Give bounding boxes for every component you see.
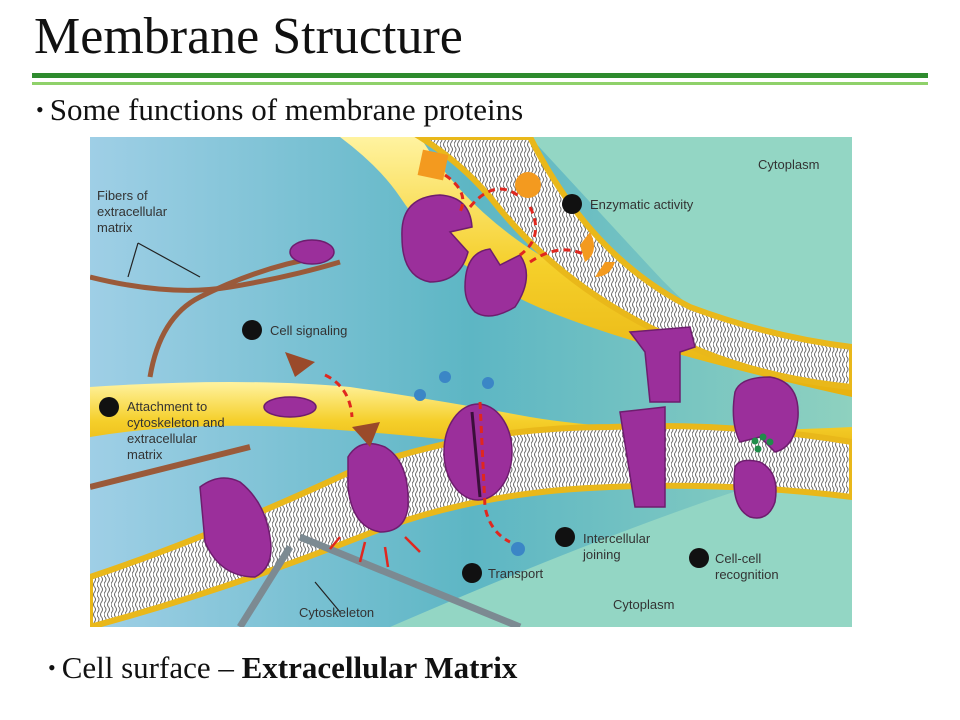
channel-pore xyxy=(470,411,482,498)
recognition-protein-upper xyxy=(732,376,799,453)
ecm-fiber xyxy=(90,444,251,490)
enzyme-protein-2 xyxy=(464,248,528,317)
junction-protein-upper xyxy=(628,326,696,403)
function-marker-dot xyxy=(562,194,582,214)
cytoskeleton-rod xyxy=(298,533,522,627)
signal-response-line xyxy=(383,546,390,568)
label-cellcell-line1: Cell-cell xyxy=(715,551,761,566)
bullet-dot: • xyxy=(36,97,44,122)
bullet-text: Some functions of membrane proteins xyxy=(49,92,524,127)
function-marker-dot xyxy=(462,563,482,583)
attachment-protein xyxy=(199,477,272,578)
label-cytoplasm-top: Cytoplasm xyxy=(758,157,819,172)
transport-channel-protein xyxy=(443,403,513,501)
title-underline-light xyxy=(32,82,928,85)
recognition-glycan xyxy=(754,445,762,453)
signaling-arrow xyxy=(324,373,354,418)
label-transport: Transport xyxy=(488,566,544,581)
ecm-fiber xyxy=(90,259,341,293)
transported-solute xyxy=(511,542,525,556)
bullet-cell-surface: •Cell surface – Extracellular Matrix xyxy=(48,650,517,686)
function-marker-dot xyxy=(99,397,119,417)
signal-response-line xyxy=(358,541,367,563)
recognition-glycan xyxy=(759,433,767,441)
page-title: Membrane Structure xyxy=(34,8,463,65)
bullet-text-normal: Cell surface – xyxy=(61,650,242,685)
enzyme-protein-1 xyxy=(401,194,473,283)
cytoskeleton-rod xyxy=(237,545,293,627)
label-fibers-line3: matrix xyxy=(97,220,133,235)
bullet-membrane-proteins: •Some functions of membrane proteins xyxy=(36,92,523,128)
product-piece xyxy=(580,232,594,262)
signal-response-line xyxy=(329,536,341,550)
membrane-protein-diagram: Cytoplasm Fibers of extracellular matrix… xyxy=(90,137,852,627)
bullet-dot: • xyxy=(48,655,56,680)
enzyme-arrow xyxy=(519,206,538,257)
label-cellcell-line2: recognition xyxy=(715,567,779,582)
small-protein xyxy=(263,396,317,418)
enzyme-arrow xyxy=(529,248,586,264)
small-protein xyxy=(289,239,335,265)
product-piece xyxy=(595,262,615,277)
cytoplasm-region-top xyxy=(530,137,852,387)
function-marker-dot xyxy=(555,527,575,547)
label-intercellular-line1: Intercellular xyxy=(583,531,651,546)
label-attach-line4: matrix xyxy=(127,447,163,462)
recognition-protein-lower xyxy=(733,459,777,519)
transported-solute xyxy=(414,389,426,401)
substrate-circle xyxy=(515,172,541,198)
label-cytoplasm-bottom: Cytoplasm xyxy=(613,597,674,612)
upper-membrane-bilayer xyxy=(414,137,852,391)
signal-response-line xyxy=(404,536,421,553)
recognition-glycan xyxy=(751,437,759,445)
fibers-pointer-line xyxy=(137,242,201,278)
bullet-text-bold: Extracellular Matrix xyxy=(241,650,518,685)
substrate-square xyxy=(417,149,449,181)
title-underline-dark xyxy=(32,73,928,78)
function-marker-dot xyxy=(242,320,262,340)
transport-arrow xyxy=(478,401,511,544)
signal-molecule-triangle xyxy=(285,352,315,377)
function-marker-dot xyxy=(689,548,709,568)
transported-solute xyxy=(439,371,451,383)
junction-protein-lower xyxy=(619,406,666,508)
label-attach-line3: extracellular xyxy=(127,431,198,446)
fibers-pointer-line xyxy=(127,242,139,278)
label-intercellular-line2: joining xyxy=(582,547,621,562)
signaling-receptor-protein xyxy=(347,442,409,533)
ecm-fiber xyxy=(147,254,321,378)
transported-solute xyxy=(482,377,494,389)
label-fibers-line2: extracellular xyxy=(97,204,168,219)
recognition-glycan xyxy=(766,438,774,446)
signal-molecule-triangle-bound xyxy=(352,422,380,447)
enzyme-arrow xyxy=(468,187,521,208)
label-enzymatic-activity: Enzymatic activity xyxy=(590,197,694,212)
label-attach-line2: cytoskeleton and xyxy=(127,415,225,430)
enzyme-arrow xyxy=(444,173,465,213)
cytoskeleton-pointer-line xyxy=(314,581,341,613)
label-cytoskeleton: Cytoskeleton xyxy=(299,605,374,620)
label-attach-line1: Attachment to xyxy=(127,399,207,414)
label-cell-signaling: Cell signaling xyxy=(270,323,347,338)
label-fibers-line1: Fibers of xyxy=(97,188,148,203)
